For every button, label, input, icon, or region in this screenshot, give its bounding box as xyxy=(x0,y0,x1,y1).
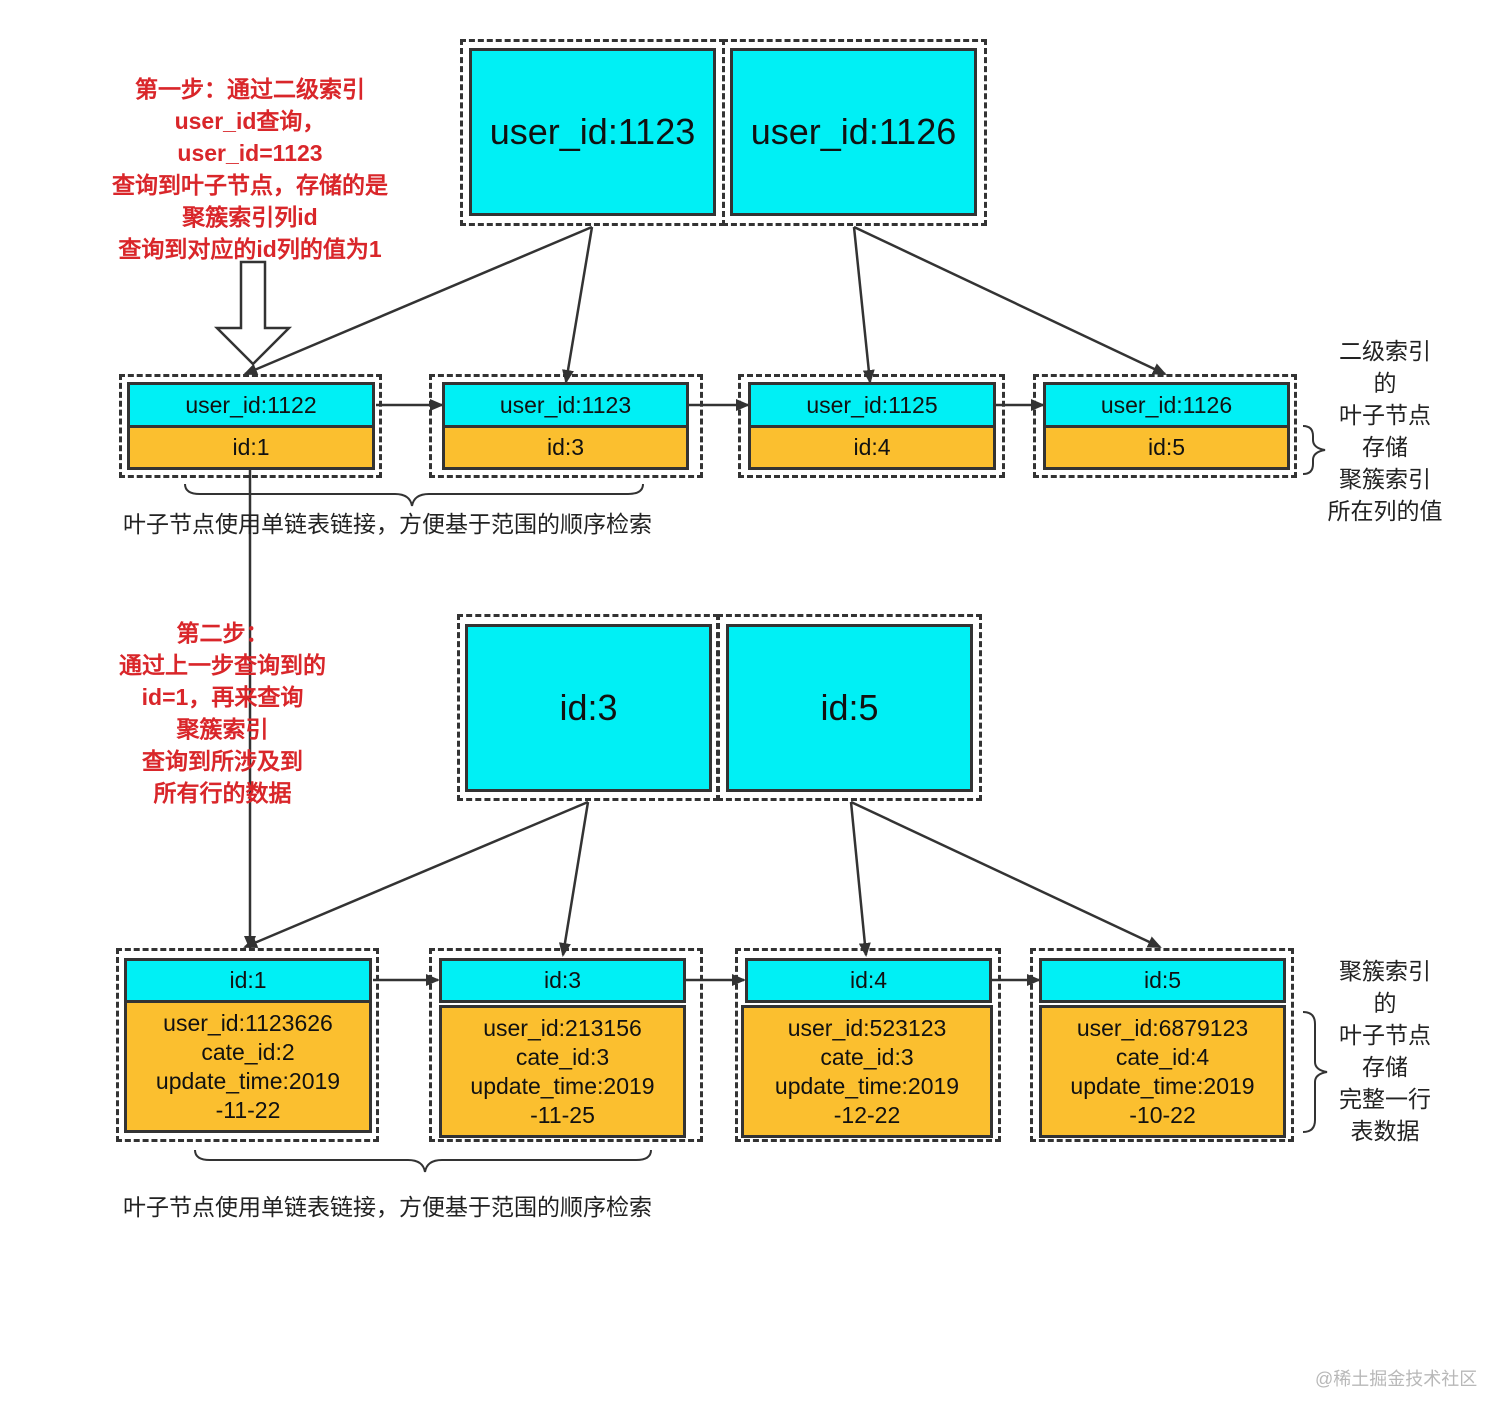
secondary-side-note: 二级索引 的 叶子节点 存储 聚簇索引 所在列的值 xyxy=(1327,338,1443,524)
hollow-down-arrow xyxy=(213,260,293,366)
brace-top-side xyxy=(1302,425,1326,475)
secondary-leaf-frame xyxy=(429,374,703,478)
watermark: @稀土掘金技术社区 xyxy=(1315,1369,1478,1389)
secondary-leaf-value: id:1 xyxy=(127,425,375,470)
clustered-leaf-row: user_id:6879123 cate_id:4 update_time:20… xyxy=(1039,1005,1286,1138)
secondary-leaf-key: user_id:1126 xyxy=(1043,382,1290,428)
brace-top-leaves xyxy=(184,483,644,507)
clustered-leaf-frame xyxy=(735,948,1001,1142)
clustered-leaf-frame xyxy=(116,948,379,1142)
clustered-leaf-row: user_id:523123 cate_id:3 update_time:201… xyxy=(741,1005,993,1138)
edge-id5-to-id4 xyxy=(849,801,871,957)
clustered-side-note: 聚簇索引 的 叶子节点 存储 完整一行 表数据 xyxy=(1339,958,1431,1144)
secondary-leaf-value: id:4 xyxy=(748,425,996,470)
clustered-leaf-row: user_id:213156 cate_id:3 update_time:201… xyxy=(439,1005,686,1138)
clustered-root-dashed-frame xyxy=(717,614,982,801)
secondary-root-dashed-frame xyxy=(722,39,987,226)
clustered-leaf-frame xyxy=(429,948,703,1142)
edge-1126-to-1126 xyxy=(853,225,1167,376)
secondary-leaf-caption: 叶子节点使用单链表链接，方便基于范围的顺序检索 xyxy=(123,511,652,537)
clustered-leaf-key: id:4 xyxy=(745,958,992,1003)
brace-bottom-side xyxy=(1302,1011,1328,1133)
edge-1123-to-1122 xyxy=(243,225,593,376)
step2-annotation: 第二步： 通过上一步查询到的 id=1，再来查询 聚簇索引 查询到所涉及到 所有… xyxy=(119,620,326,806)
secondary-leaf-key: user_id:1123 xyxy=(442,382,689,428)
secondary-leaf-key: user_id:1122 xyxy=(127,382,375,428)
clustered-leaf-key: id:3 xyxy=(439,958,686,1003)
clustered-leaf-frame xyxy=(1030,948,1294,1142)
edge-1126-to-1125 xyxy=(852,226,875,384)
brace-bottom-leaves xyxy=(194,1149,652,1173)
secondary-leaf-frame xyxy=(1033,374,1297,478)
edge-1123-to-1123 xyxy=(562,226,594,384)
edge-id3-to-id3 xyxy=(559,801,590,957)
secondary-leaf-frame xyxy=(738,374,1005,478)
secondary-root-key: user_id:1123 xyxy=(469,48,716,216)
clustered-root-key: id:3 xyxy=(465,624,712,792)
secondary-leaf-value: id:3 xyxy=(442,425,689,470)
secondary-leaf-frame xyxy=(119,374,382,478)
clustered-leaf-caption: 叶子节点使用单链表链接，方便基于范围的顺序检索 xyxy=(123,1194,652,1220)
edge-id5-to-id5 xyxy=(850,800,1162,949)
clustered-leaf-key: id:5 xyxy=(1039,958,1286,1003)
secondary-leaf-value: id:5 xyxy=(1043,425,1290,470)
secondary-root-key: user_id:1126 xyxy=(730,48,977,216)
edge-id3-to-id1 xyxy=(243,800,589,949)
secondary-leaf-key: user_id:1125 xyxy=(748,382,996,428)
clustered-leaf-row: user_id:1123626 cate_id:2 update_time:20… xyxy=(124,1000,372,1133)
clustered-leaf-key: id:1 xyxy=(124,958,372,1003)
clustered-root-key: id:5 xyxy=(726,624,973,792)
step1-annotation: 第一步：通过二级索引 user_id查询， user_id=1123 查询到叶子… xyxy=(112,76,388,262)
